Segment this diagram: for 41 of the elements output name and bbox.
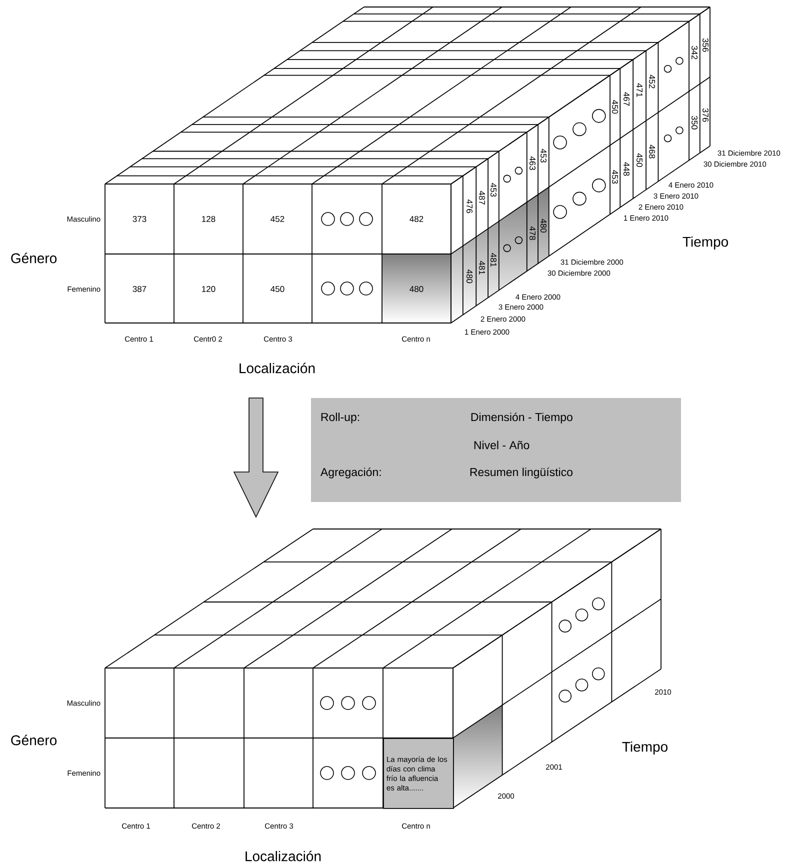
cell-value: 448 bbox=[624, 162, 630, 176]
cell-value: 480 bbox=[466, 269, 472, 284]
cell-value: 453 bbox=[540, 148, 546, 162]
cell-value: 450 bbox=[636, 153, 642, 167]
cell-value: 468 bbox=[649, 144, 655, 158]
cell-value: 350 bbox=[692, 116, 698, 130]
axis-label: Localización bbox=[246, 850, 321, 862]
cell-value: 453 bbox=[612, 170, 618, 184]
axis-label: Tiempo bbox=[682, 236, 728, 250]
cell-value: 120 bbox=[202, 286, 216, 292]
axis-label: Tiempo bbox=[622, 741, 668, 755]
cell-value: 481 bbox=[479, 260, 485, 274]
cell-value: 463 bbox=[530, 156, 536, 170]
cell-value: 487 bbox=[479, 190, 485, 204]
box-text: Resumen lingüístico bbox=[470, 468, 572, 478]
cell-value: 450 bbox=[612, 100, 618, 114]
cell-value: 356 bbox=[702, 38, 708, 52]
box-text: Roll-up: bbox=[321, 412, 360, 424]
cell-value: 478 bbox=[530, 226, 536, 240]
cell-value: 373 bbox=[132, 216, 146, 222]
axis-label: Género bbox=[11, 734, 57, 746]
cell-value: 467 bbox=[624, 92, 630, 106]
cell-value: 387 bbox=[132, 286, 146, 292]
cell-value: 450 bbox=[270, 286, 284, 292]
cell-value: 452 bbox=[270, 216, 284, 222]
cell-value: 471 bbox=[636, 83, 642, 97]
cell-value: 481 bbox=[490, 253, 496, 267]
box-text: Dimensión - Tiempo bbox=[471, 412, 572, 424]
box-text: Nivel - Año bbox=[474, 440, 530, 450]
cell-value: 376 bbox=[702, 108, 708, 122]
axis-label: Localización bbox=[240, 362, 315, 374]
cell-value: 480 bbox=[540, 218, 546, 233]
cell-value: 453 bbox=[490, 183, 496, 197]
cell-value: 480 bbox=[410, 286, 424, 292]
cell-value: 452 bbox=[649, 74, 655, 88]
cell-value: 342 bbox=[692, 46, 698, 60]
cell-value: 482 bbox=[410, 216, 424, 222]
cell-value: 476 bbox=[466, 199, 472, 214]
cell-value: 128 bbox=[202, 216, 216, 222]
axis-label: Género bbox=[11, 252, 57, 264]
box-text: Agregación: bbox=[320, 468, 381, 478]
